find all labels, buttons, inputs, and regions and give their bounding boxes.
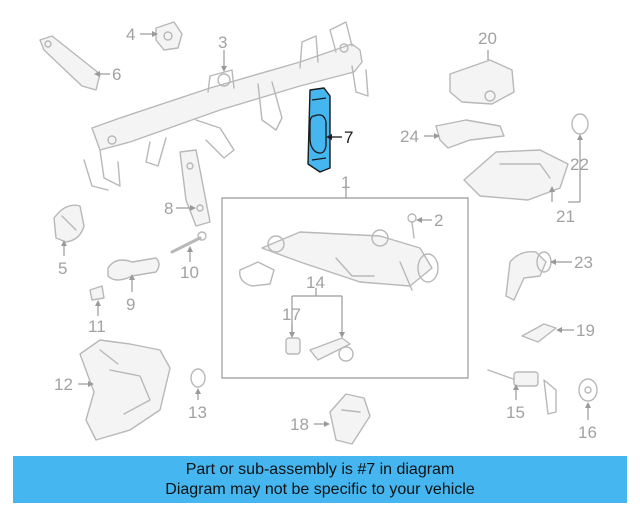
part-6-bracket — [39, 35, 101, 91]
part-18-bracket — [329, 393, 371, 445]
part-16-washer — [578, 378, 598, 402]
callout-19: 19 — [576, 321, 595, 340]
callout-leaders — [61, 31, 591, 427]
part-17-bushing — [285, 337, 301, 355]
callout-10: 10 — [180, 263, 199, 282]
callout-2: 2 — [434, 211, 443, 230]
callout-1: 1 — [341, 173, 350, 192]
callout-20: 20 — [478, 29, 497, 48]
banner-line-part-number: Part or sub-assembly is #7 in diagram — [185, 461, 455, 478]
callout-7: 7 — [344, 128, 353, 147]
callout-9: 9 — [126, 295, 135, 314]
callout-24: 24 — [400, 127, 419, 146]
part-1-steering-column-group — [221, 197, 469, 379]
parts-diagram: 4 3 6 7 8 5 10 9 11 12 13 1 2 14 17 18 2… — [39, 21, 598, 445]
part-4-clip — [155, 21, 183, 51]
callout-6: 6 — [112, 65, 121, 84]
part-3-cross-car-beam — [83, 21, 369, 191]
part-23-lever — [505, 251, 552, 301]
callout-14: 14 — [306, 273, 325, 292]
part-13-ring — [190, 368, 206, 388]
part-11-cap — [89, 285, 105, 301]
part-8-bracket — [179, 149, 211, 227]
part-7-highlighted-bracket — [307, 87, 331, 173]
callout-18: 18 — [290, 415, 309, 434]
part-21-shroud — [463, 149, 569, 201]
callout-16: 16 — [578, 423, 597, 442]
part-10-bolt — [170, 231, 207, 254]
part-info-banner: Part or sub-assembly is #7 in diagram Di… — [13, 456, 627, 503]
part-24-switch — [435, 119, 505, 149]
part-2-bolt — [407, 213, 417, 239]
callout-4: 4 — [126, 25, 135, 44]
part-15-lock-cylinder — [487, 369, 557, 415]
part-9-lever — [107, 257, 160, 281]
callout-15: 15 — [506, 403, 525, 422]
callout-13: 13 — [188, 403, 207, 422]
callout-5: 5 — [58, 259, 67, 278]
callout-3: 3 — [218, 33, 227, 52]
callout-22: 22 — [570, 155, 589, 174]
callout-11: 11 — [88, 317, 106, 336]
part-12-cover — [79, 339, 171, 441]
part-5-cover — [53, 204, 85, 243]
part-20-shroud — [449, 59, 515, 105]
callout-12: 12 — [54, 375, 73, 394]
part-22-ring — [571, 113, 589, 135]
part-14-shaft — [309, 337, 354, 362]
callout-8: 8 — [164, 199, 173, 218]
callout-7-leader — [326, 134, 342, 140]
part-19-plate — [521, 323, 557, 343]
callout-23: 23 — [574, 253, 593, 272]
banner-line-disclaimer: Diagram may not be specific to your vehi… — [165, 481, 475, 498]
callout-17: 17 — [282, 305, 301, 324]
callout-21: 21 — [556, 207, 575, 226]
